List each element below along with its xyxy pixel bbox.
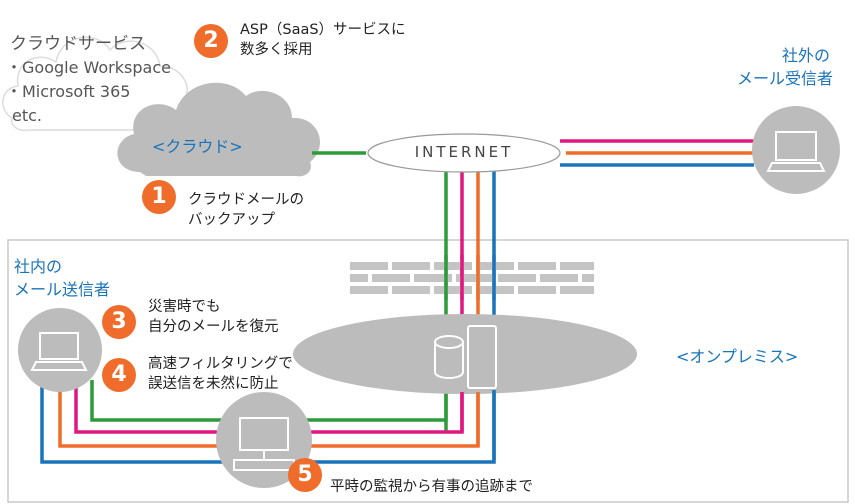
point-text: 災害時でも xyxy=(148,299,221,315)
cloud-shape xyxy=(117,82,321,177)
onpremise-label: <オンプレミス> xyxy=(676,347,799,366)
point-badge: 2 xyxy=(194,24,228,58)
cloud-label: <クラウド> xyxy=(152,137,243,156)
cloud-service-item: ・Microsoft 365 xyxy=(6,82,131,101)
onpremise-ellipse xyxy=(293,314,637,394)
laptop-icon xyxy=(766,131,826,172)
point-badge: 3 xyxy=(102,305,136,339)
server-icon xyxy=(434,325,497,389)
point-text: クラウドメールの xyxy=(188,192,304,208)
point-text: ASP（SaaS）サービスに xyxy=(240,22,406,38)
external-label-line2: メール受信者 xyxy=(737,69,834,88)
internal-sender-circle xyxy=(18,308,102,392)
onpremise-boundary xyxy=(7,239,849,503)
cloud-services-title: クラウドサービス xyxy=(10,34,146,54)
point-badge: 4 xyxy=(102,358,136,392)
point-text: 平時の監視から有事の追跡まで xyxy=(330,479,533,495)
point-badge: 5 xyxy=(288,458,322,492)
point-text: 高速フィルタリングで xyxy=(148,356,293,372)
firewall xyxy=(350,262,594,294)
internet-label: INTERNET xyxy=(414,143,514,161)
external-receiver-circle xyxy=(752,106,840,194)
point-text: 自分のメールを復元 xyxy=(148,319,279,335)
internal-label-line2: メール送信者 xyxy=(14,280,111,299)
cloud-service-item: etc. xyxy=(12,106,42,125)
external-label-line1: 社外の xyxy=(782,46,831,65)
internal-label-line1: 社内の xyxy=(14,257,63,276)
point-badge: 1 xyxy=(142,180,176,214)
point-text: バックアップ xyxy=(188,212,275,228)
monitoring-pc-circle xyxy=(216,392,312,488)
laptop-icon xyxy=(30,332,88,371)
cloud-service-item: ・Google Workspace xyxy=(6,58,171,77)
point-text: 数多く採用 xyxy=(240,42,313,58)
point-text: 誤送信を未然に防止 xyxy=(148,376,279,392)
internet-ellipse xyxy=(367,133,561,173)
